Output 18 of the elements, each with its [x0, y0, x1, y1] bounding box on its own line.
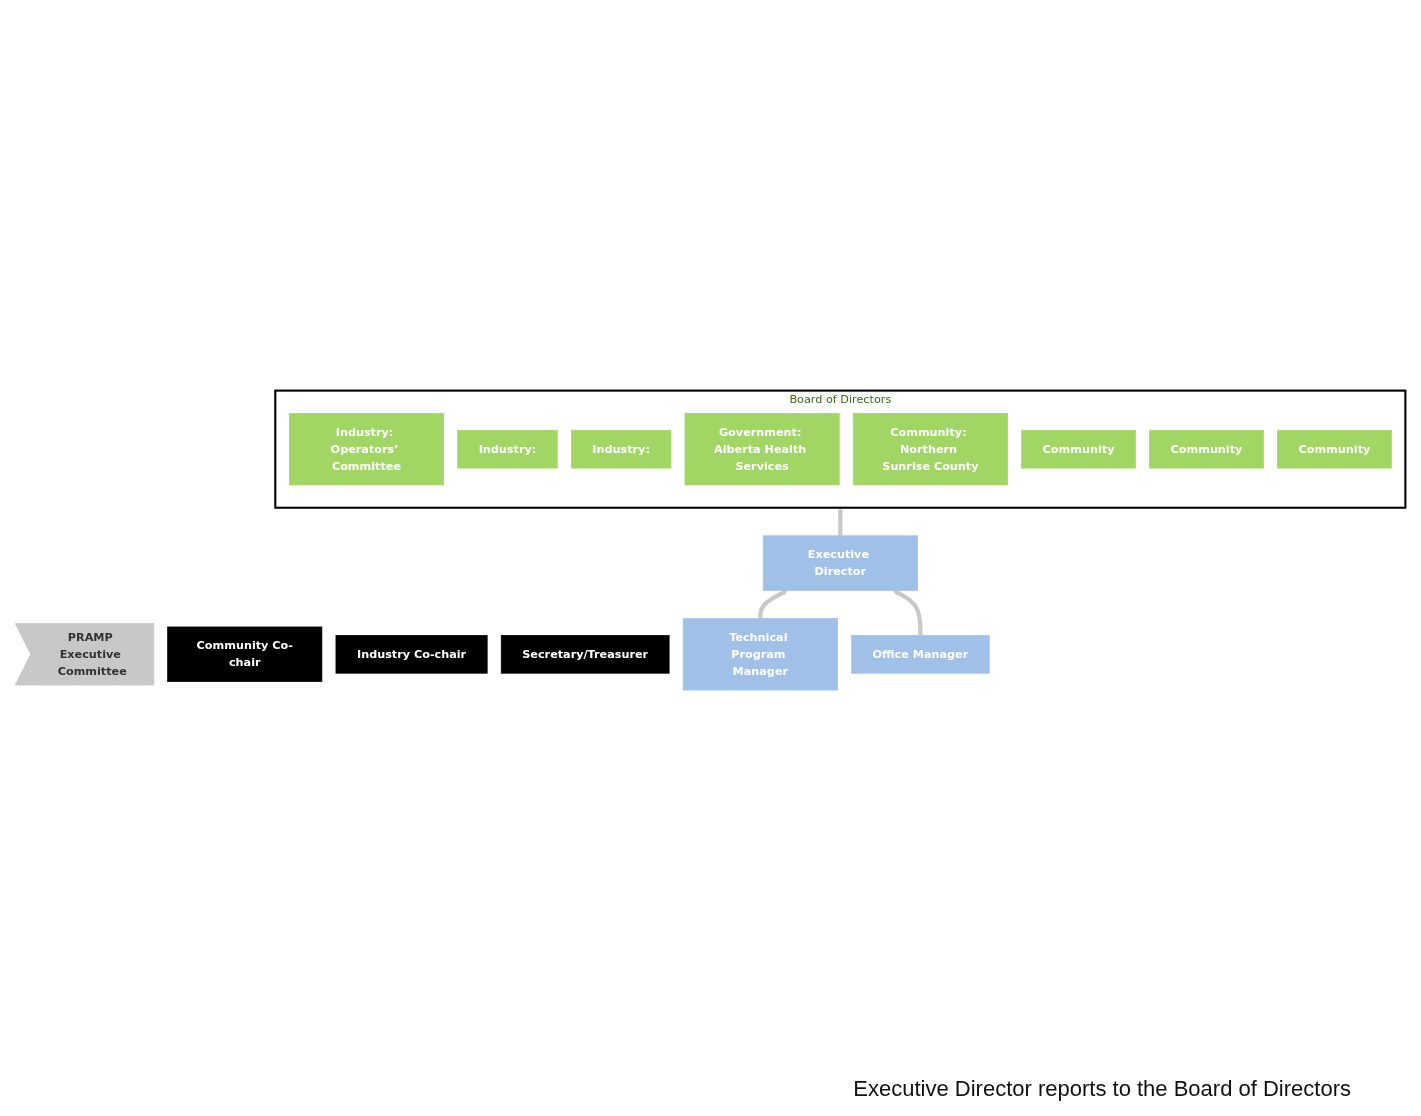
- node-box: Executive Director: [762, 535, 918, 591]
- node-box: Industry Co-chair: [335, 635, 488, 674]
- node-box: Industry:: [457, 429, 558, 469]
- arrow: [837, 507, 844, 536]
- node-box: Technical Program Manager: [682, 618, 838, 691]
- node-box: Community Co-chair: [167, 626, 323, 683]
- node-box: Industry:: [570, 429, 672, 469]
- node-box: Office Manager: [851, 635, 990, 674]
- node-box: Community: [1149, 429, 1264, 469]
- arrow: [892, 589, 923, 636]
- node-box: Community: Northern Sunrise County: [852, 413, 1008, 486]
- arrow: [758, 589, 788, 619]
- node-box: Secretary/Treasurer: [500, 635, 670, 674]
- node-box: Industry: Operators’ Committee: [288, 413, 444, 486]
- note-text: Executive Director reports to the Board of Directors: [853, 1074, 1351, 1103]
- node-box: Government: Alberta Health Services: [684, 413, 840, 486]
- node-box: Community: [1277, 429, 1392, 469]
- node-box: Community: [1021, 429, 1136, 469]
